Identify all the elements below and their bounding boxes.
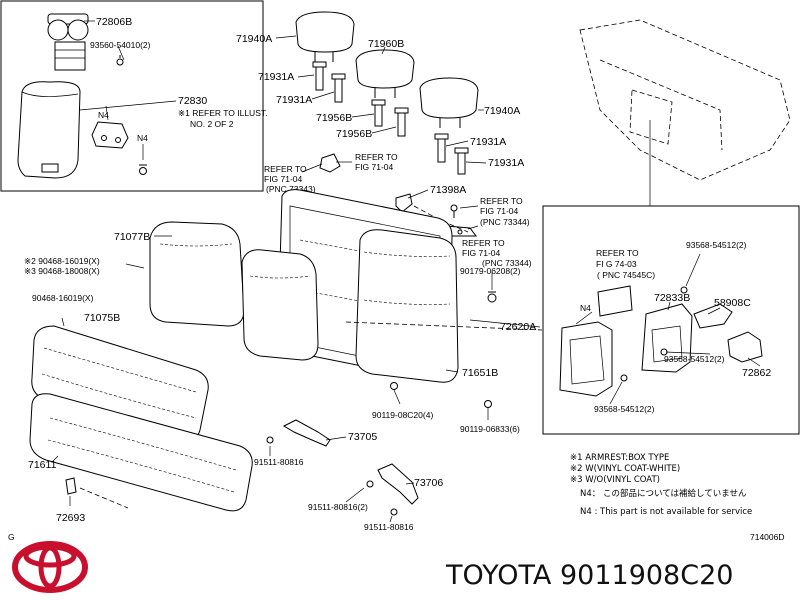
headrest-center-label: 71960B	[368, 38, 404, 50]
headrest-center-part	[355, 49, 415, 98]
belt-left-part	[266, 419, 331, 447]
pad-note3-label: ※3 90468-18008(X)	[24, 266, 100, 276]
hook-label: 72693	[56, 512, 85, 524]
pad-note2-label: ※2 90468-16019(X)	[24, 256, 100, 266]
toyota-logo-icon	[12, 541, 88, 593]
inset-refer-line3: ( PNC 74545C)	[597, 270, 655, 280]
seat-back-cover-label: 71651B	[462, 367, 498, 379]
belt-left-label: 73705	[348, 431, 377, 443]
inset-hinge-part	[727, 331, 763, 363]
refer-fig-mid-line1: REFER TO	[355, 152, 398, 162]
vehicle-reference-outline	[579, 19, 791, 206]
support-label-3: 71956B	[316, 112, 352, 124]
belt-right-bolt2-label: 91511-80816	[364, 522, 414, 532]
refer-fig-left-line1: REFER TO	[264, 164, 307, 174]
inset-refer-line2: FI G 74-03	[596, 259, 637, 269]
belt-right-label: 73706	[414, 477, 443, 489]
hook-part	[65, 477, 77, 495]
armrest-box-inset	[542, 205, 800, 435]
inset-frame-part	[559, 321, 613, 397]
belt-right-bolt1-label: 91511-80816(2)	[308, 502, 368, 512]
armrest-screw-part	[116, 55, 124, 66]
inset-screw-top-label: 93568-54512(2)	[686, 240, 747, 250]
refer-fig-left-line2: FIG 71-04	[264, 174, 303, 184]
footnote-2: ※2 W(VINYL COAT-WHITE)	[570, 464, 680, 474]
footnote-1: ※1 ARMREST:BOX TYPE	[570, 453, 669, 463]
inset-cup-part	[693, 303, 733, 329]
armrest-cap-label: 72806B	[96, 16, 132, 28]
seat-back-label: 71077B	[114, 231, 150, 243]
seat-back-frame-label: 72620A	[500, 321, 536, 333]
diagram-id: 714006D	[750, 532, 785, 542]
armrest-bracket-part	[91, 121, 129, 149]
armrest-note-line2: NO. 2 OF 2	[190, 119, 234, 129]
inset-refer-line1: REFER TO	[596, 248, 639, 258]
inset-lid-label: 72833B	[654, 292, 690, 304]
support-label-4: 71956B	[336, 128, 372, 140]
refer-fig-right-line6: (PNC 73344)	[482, 258, 532, 268]
armrest-bolt-part	[139, 164, 147, 175]
n4-note-jp: N4： この部品については補給していません	[580, 488, 747, 499]
seat-back-pad-part	[149, 221, 319, 361]
seat-back-cover-part	[355, 229, 459, 383]
support-label-5: 71931A	[470, 136, 506, 148]
headrest-right-label: 71940A	[484, 105, 520, 117]
inset-refer-part	[597, 285, 633, 317]
inset-lid-part	[641, 303, 693, 373]
refer-fig-mid-line2: FIG 71-04	[355, 162, 394, 172]
refer-fig-right-line5: FIG 71-04	[462, 248, 501, 258]
headrest-guide-clip	[319, 153, 341, 173]
seat-cushion-part	[31, 325, 209, 442]
headrest-right-part	[419, 77, 479, 128]
armrest-part	[17, 81, 81, 179]
armrest-screw-label: 93560-54010(2)	[90, 40, 151, 50]
armrest-label: 72830	[178, 95, 207, 107]
armrest-cap-part	[47, 13, 89, 71]
support-label-1: 71931A	[258, 71, 294, 83]
armrest-inset-box	[0, 0, 264, 192]
n4-label-a: N4	[98, 110, 109, 120]
bolt-b-label: 90119-08C20(4)	[372, 410, 433, 420]
clip-part	[395, 193, 413, 213]
inset-screw-bot-label: 93568-54512(2)	[594, 404, 655, 414]
support-label-6: 71931A	[488, 157, 524, 169]
refer-fig-right-line3: (PNC 73344)	[480, 217, 530, 227]
refer-fig-right-line4: REFER TO	[462, 238, 505, 248]
seat-cushion-frame-part	[29, 393, 253, 512]
clip-label: 71398A	[430, 184, 466, 196]
belt-right-part	[366, 463, 419, 516]
bolt-a-label: 90179-06208(2)	[460, 266, 521, 276]
bolt-small-a	[450, 204, 458, 218]
corner-letter: G	[8, 532, 15, 542]
n4-note-en: N4 : This part is not available for serv…	[580, 507, 752, 517]
inset-hinge-label: 72862	[742, 367, 771, 379]
seat-cushion-label: 71075B	[84, 312, 120, 324]
inset-cup-label: 58908C	[714, 297, 751, 309]
n4-label-b: N4	[137, 133, 148, 143]
headrest-left-part	[295, 11, 355, 62]
belt-left-bolt-label: 91511-80816	[254, 457, 304, 467]
seat-back-bolts	[390, 382, 492, 408]
footnote-3: ※3 W/O(VINYL COAT)	[570, 475, 660, 485]
bolt-small-b	[487, 291, 497, 303]
headrest-supports	[312, 61, 469, 175]
inset-n4-label: N4	[580, 303, 591, 313]
cushion-frame-label: 71611	[28, 459, 57, 471]
refer-fig-right-line2: FIG 71-04	[480, 206, 519, 216]
refer-fig-right-line1: REFER TO	[480, 196, 523, 206]
armrest-note-line1: ※1 REFER TO ILLUST.	[178, 108, 267, 118]
support-label-2: 71931A	[276, 94, 312, 106]
pad-clip-label: 90468-16019(X)	[32, 293, 94, 303]
refer-fig-left-line3: (PNC 73343)	[266, 184, 316, 194]
bolt-c-label: 90119-06833(6)	[460, 424, 520, 434]
brand-caption: TOYOTA 9011908C20	[445, 560, 733, 591]
headrest-left-label: 71940A	[236, 33, 272, 45]
inset-screw-mid-label: 93568-54512(2)	[664, 354, 725, 364]
